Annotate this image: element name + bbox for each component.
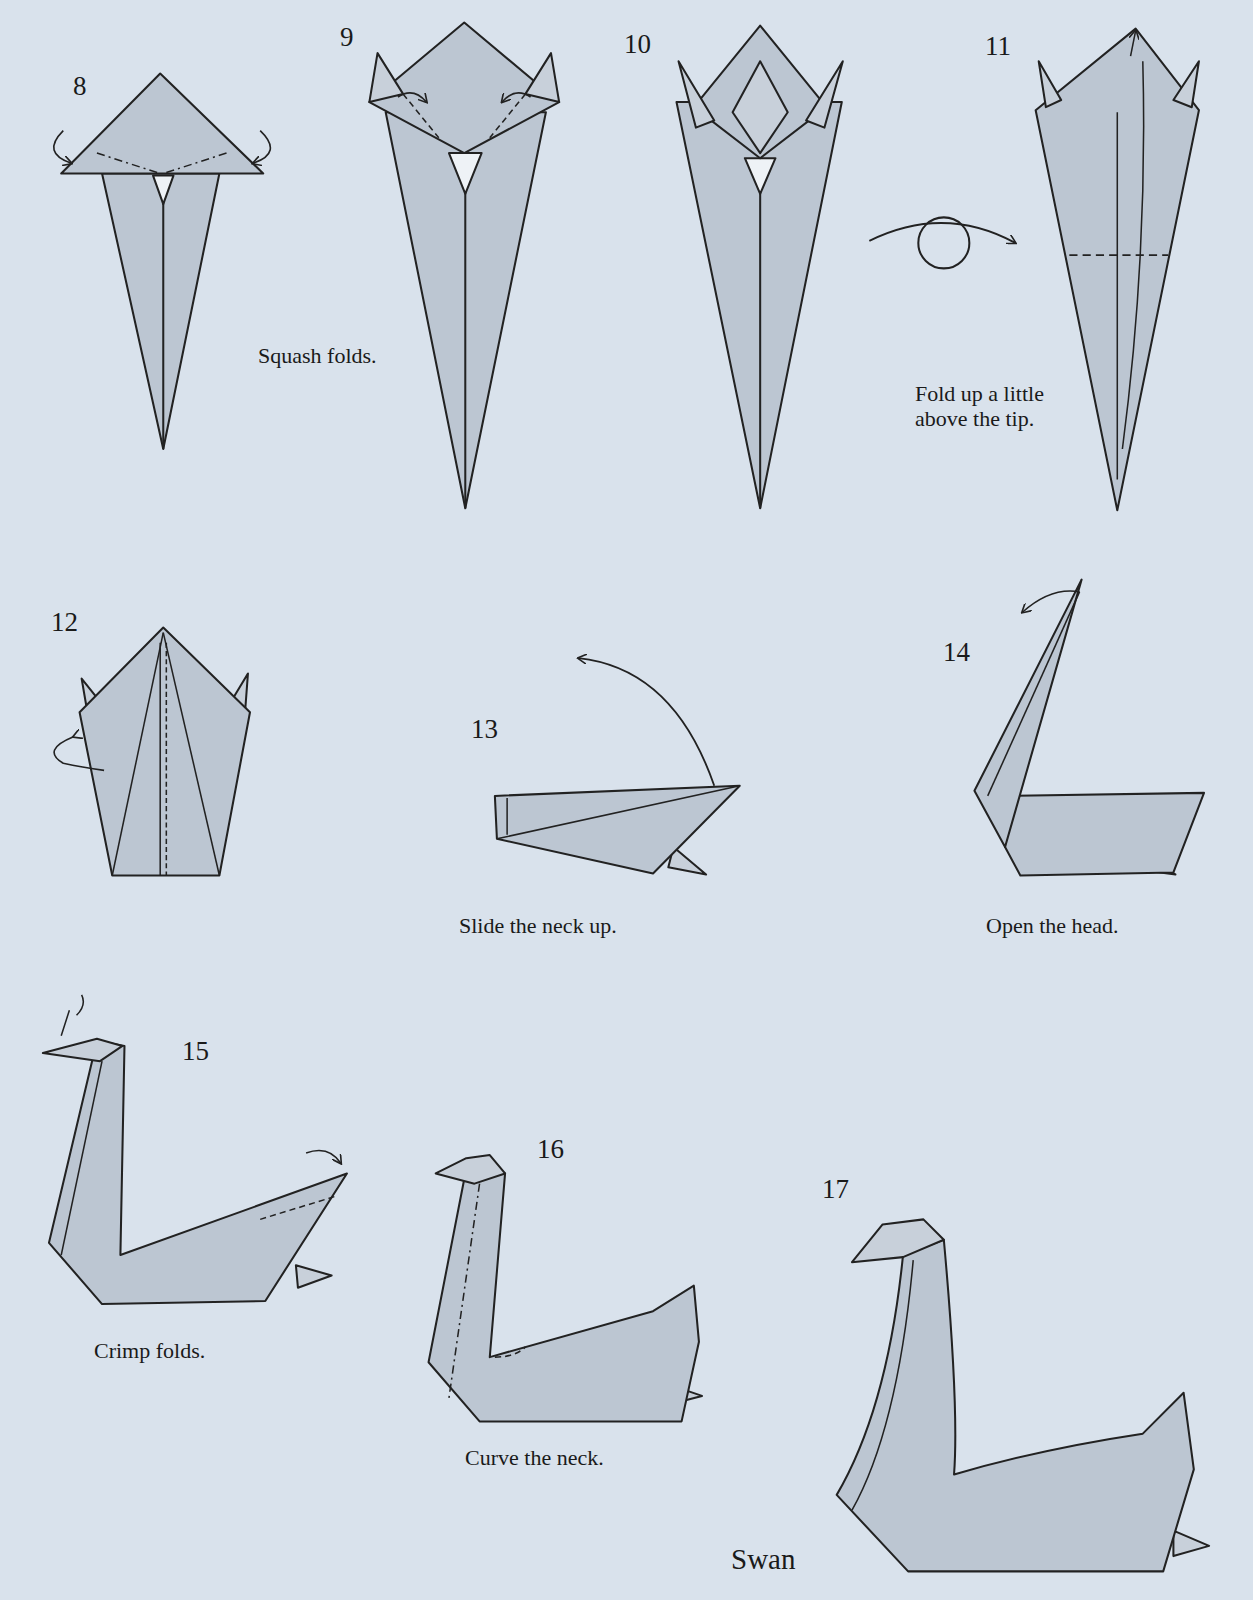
turn-over-symbol <box>869 217 1015 268</box>
instruction-text: Squash folds. <box>258 343 377 368</box>
instruction-text: Curve the neck. <box>465 1445 604 1470</box>
step-16-figure <box>429 1155 702 1421</box>
step-number: 9 <box>340 22 354 53</box>
step-number: 17 <box>822 1174 849 1205</box>
model-name: Swan <box>731 1543 795 1576</box>
step-8-figure <box>54 74 271 449</box>
step-12-figure <box>54 628 250 876</box>
step-14-figure <box>974 580 1204 876</box>
step-number: 15 <box>182 1036 209 1067</box>
instruction-text: Fold up a little above the tip. <box>915 381 1091 432</box>
step-17-figure <box>837 1219 1209 1571</box>
step-13-figure <box>495 658 740 874</box>
step-9-figure <box>369 22 559 508</box>
instruction-text: Slide the neck up. <box>459 913 617 938</box>
step-number: 11 <box>985 31 1011 62</box>
step-10-figure <box>676 26 842 509</box>
instruction-text: Crimp folds. <box>94 1338 205 1363</box>
step-number: 10 <box>624 29 651 60</box>
step-15-figure <box>43 995 347 1304</box>
step-number: 13 <box>471 714 498 745</box>
step-number: 12 <box>51 607 78 638</box>
step-number: 8 <box>73 71 87 102</box>
instruction-text: Open the head. <box>986 913 1119 938</box>
step-number: 14 <box>943 637 970 668</box>
step-11-figure <box>1036 29 1199 511</box>
step-number: 16 <box>537 1134 564 1165</box>
